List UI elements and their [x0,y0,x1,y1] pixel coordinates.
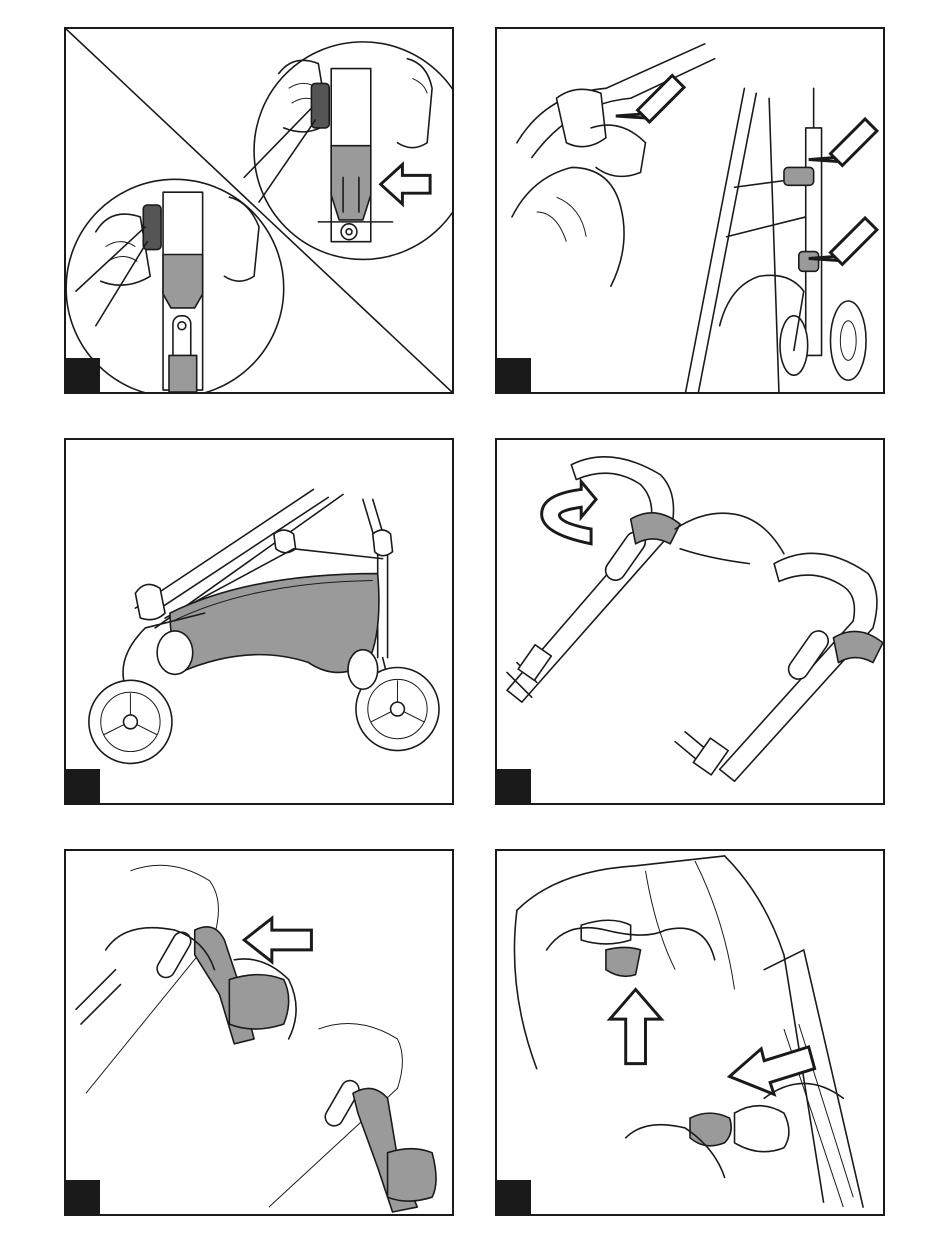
instruction-panel-3 [64,438,454,805]
frame-latch-illustration [66,29,452,392]
hand-outline [675,513,784,563]
instruction-panel-2 [495,27,885,394]
handle-clip-illustration [497,440,883,803]
stroller-side-frame [512,44,866,392]
instruction-panel-5 [64,849,454,1216]
buckle-icon [581,920,789,1151]
step-number-badge [497,769,531,803]
seat-outline [514,856,863,1207]
step-number-badge [66,769,100,803]
release-buttons-illustration [497,29,883,392]
step-number-badge [66,1180,100,1214]
instruction-panel-4 [495,438,885,805]
instruction-panel-1 [64,27,454,394]
step-number-badge [497,358,531,392]
cup-holder-illustration [66,851,452,1214]
stroller-basket-icon [89,489,439,763]
cup-holder-icon [195,927,436,1212]
up-arrow-icon [610,989,661,1063]
instruction-panel-6 [495,849,885,1216]
slide-left-arrow-icon [730,1047,815,1094]
rotate-arrow-icon [542,482,596,544]
step-number-badge [66,358,100,392]
slide-left-arrow-icon [244,918,311,962]
stroller-basket-illustration [66,440,452,803]
buckle-release-illustration [497,851,883,1214]
step-number-badge [497,1180,531,1214]
